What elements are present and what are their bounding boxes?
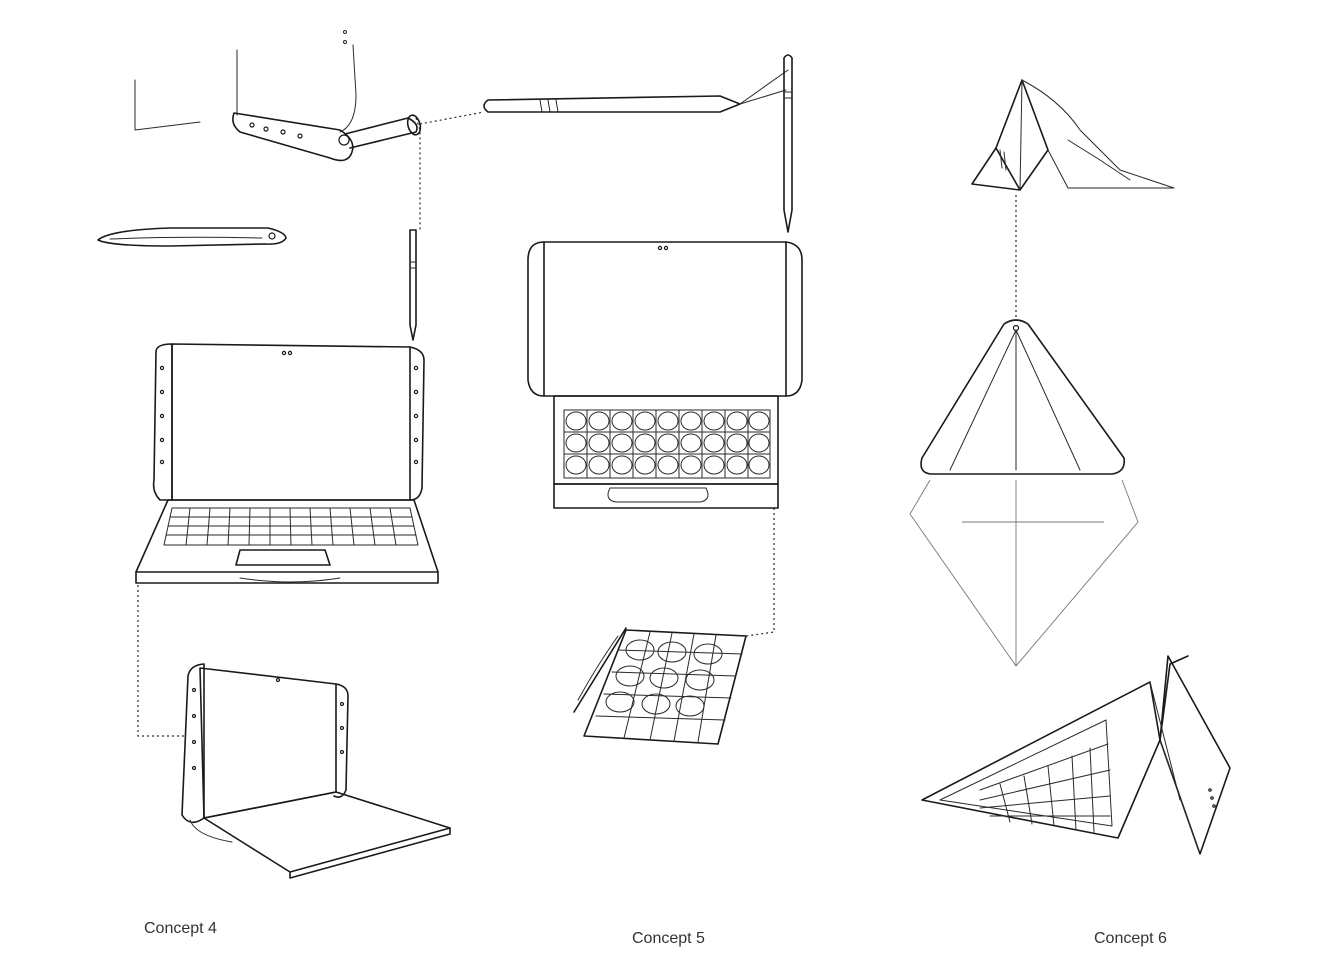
concept-4-hinge-detail [135,31,422,161]
concept-6-triangle-front [921,320,1124,474]
concept-6-pyramid-top [972,80,1174,190]
concept-4-connector [138,585,186,736]
concept-4-side-profile [98,228,286,246]
concept-5-pen-horizontal [420,70,788,124]
concept-4-sketches [98,31,450,879]
caption-concept-4: Concept 4 [144,920,217,937]
concept-6-sketches [910,80,1230,854]
concept-4-folded-device [182,664,450,878]
caption-concept-5: Concept 5 [632,930,705,947]
concept-5-laptop [528,242,802,508]
concept-6-diamond-projection [910,480,1138,666]
caption-concept-6: Concept 6 [1094,930,1167,947]
concept-6-pyramid-bottom [922,656,1230,854]
concept-5-sketches [420,55,802,744]
concept-4-pen [410,118,420,340]
concept-4-laptop [136,344,438,583]
concept-5-pen-vertical [784,55,792,232]
concept-5-keyboard-sheet [574,628,746,744]
concept-5-connector [746,508,774,636]
